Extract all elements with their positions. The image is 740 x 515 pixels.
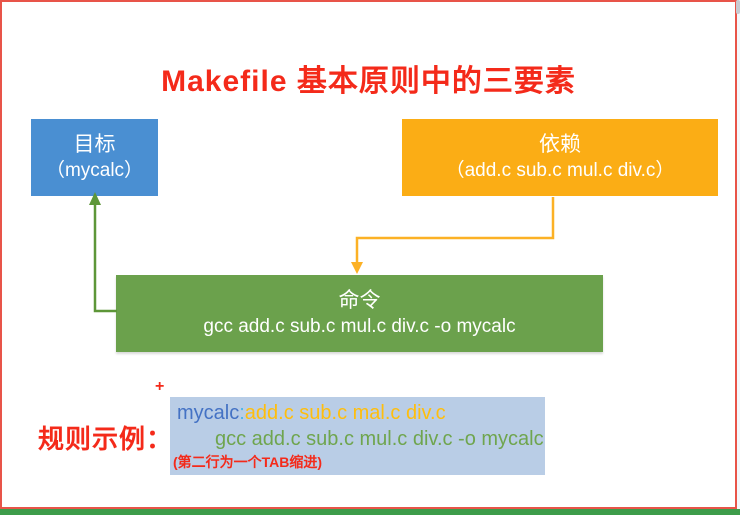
command-box-value: gcc add.c sub.c mul.c div.c -o mycalc (203, 315, 516, 337)
code-note-line: (第二行为一个TAB缩进) (173, 454, 323, 470)
code-rule-line: mycalc:add.c sub.c mal.c div.c (170, 400, 545, 426)
command-box-label: 命令 (338, 288, 381, 312)
code-dependencies-text: add.c sub.c mal.c div.c (244, 402, 446, 424)
dependency-box: 依赖 （add.c sub.c mul.c div.c） (402, 119, 718, 196)
command-to-target-connector (93, 202, 117, 313)
dependency-to-command-connector (355, 197, 555, 263)
target-box-label: 目标 (73, 132, 116, 156)
dependency-box-value: （add.c sub.c mul.c div.c） (445, 159, 675, 181)
target-box-value: （mycalc） (45, 159, 144, 181)
dependency-to-command-arrowhead-icon (351, 262, 363, 274)
dependency-box-label: 依赖 (539, 132, 581, 156)
example-code-box: mycalc:add.c sub.c mal.c div.c gcc add.c… (170, 397, 545, 475)
plus-mark: + (155, 378, 165, 395)
page-title: Makefile 基本原则中的三要素 (161, 65, 576, 98)
bottom-green-bar (0, 509, 740, 515)
code-colon-text: : (239, 402, 245, 424)
right-gutter (737, 0, 740, 509)
scrollbar-thumb[interactable] (736, 0, 740, 14)
code-target-text: mycalc (177, 402, 240, 424)
target-box: 目标 （mycalc） (31, 119, 158, 196)
example-heading: 规则示例： (38, 424, 174, 454)
command-box: 命令 gcc add.c sub.c mul.c div.c -o mycalc (116, 275, 603, 352)
code-command-line: gcc add.c sub.c mul.c div.c -o mycalc (215, 428, 544, 450)
